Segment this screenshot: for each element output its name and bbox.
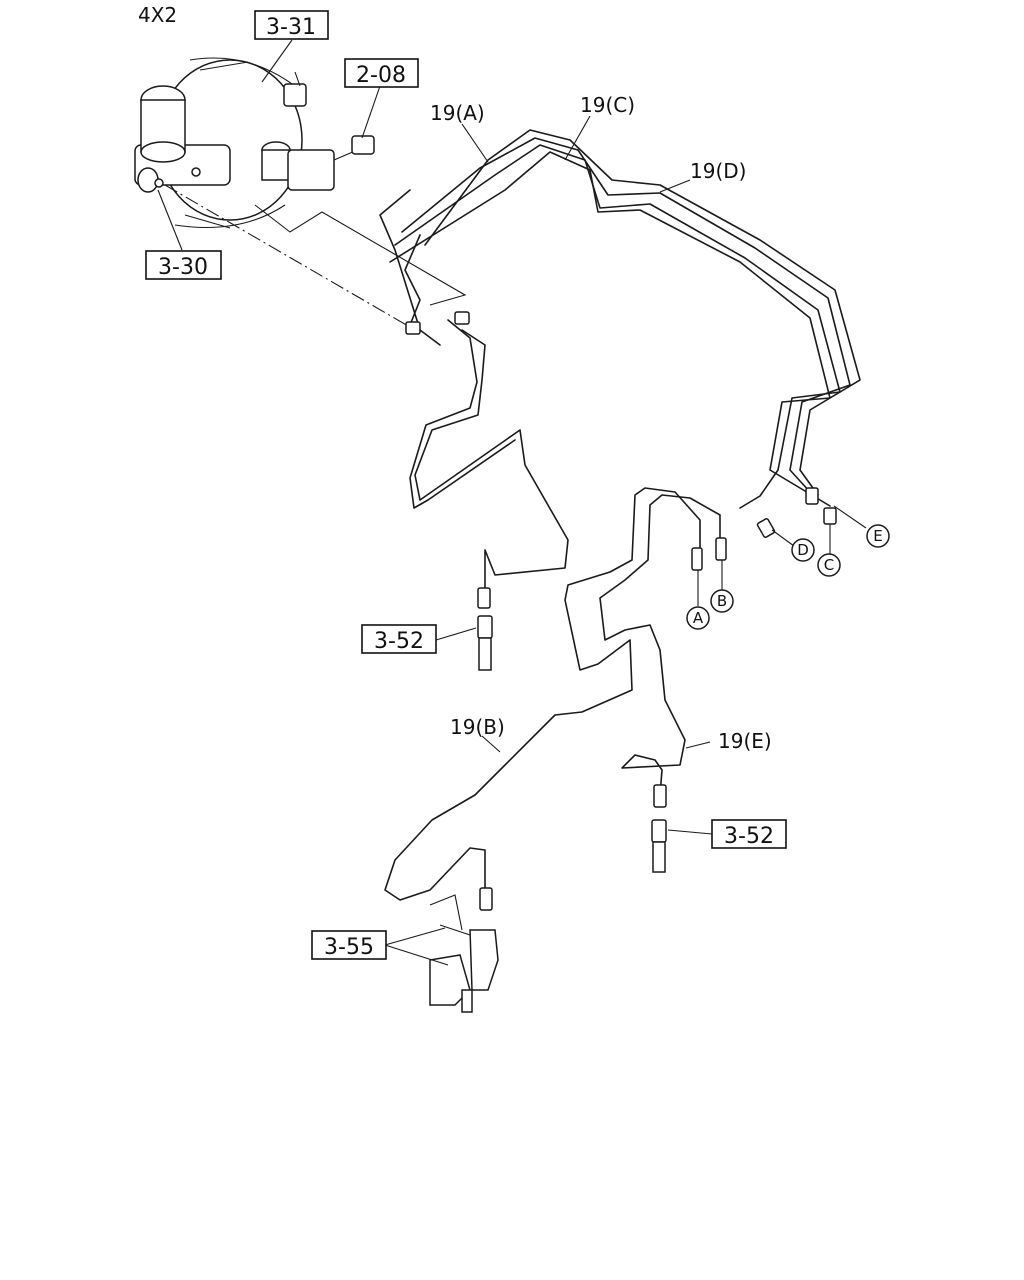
ref-brake-master-text: 3-30 bbox=[158, 255, 208, 280]
hose-front-right bbox=[651, 784, 667, 873]
ref-rear-clip: 3-55 bbox=[311, 930, 387, 960]
ref-front-hose-left-text: 3-52 bbox=[374, 629, 424, 654]
marker-d: D bbox=[791, 538, 815, 562]
leader-lines bbox=[157, 39, 867, 966]
ref-booster: 3-31 bbox=[254, 10, 329, 40]
fittings bbox=[405, 311, 837, 571]
pipe-label-c: 19(C) bbox=[580, 93, 635, 117]
ref-brake-master: 3-30 bbox=[145, 250, 222, 280]
pipe-label-a: 19(A) bbox=[430, 101, 485, 125]
clutch-master-cylinder bbox=[261, 135, 375, 191]
marker-a-text: A bbox=[693, 609, 704, 627]
rear-junction bbox=[429, 887, 499, 1013]
ref-front-hose-right: 3-52 bbox=[711, 819, 787, 849]
marker-d-text: D bbox=[797, 541, 809, 559]
pipe-label-e: 19(E) bbox=[718, 729, 772, 753]
variant-label: 4X2 bbox=[138, 3, 177, 27]
pipe-front-left bbox=[409, 319, 569, 591]
ref-front-hose-left: 3-52 bbox=[361, 624, 437, 654]
ref-booster-text: 3-31 bbox=[266, 15, 316, 40]
pipe-label-b: 19(B) bbox=[450, 715, 505, 739]
marker-e-text: E bbox=[873, 527, 882, 545]
hose-front-left bbox=[477, 587, 493, 671]
marker-c-text: C bbox=[824, 556, 834, 574]
ref-clutch-master: 2-08 bbox=[344, 58, 419, 88]
marker-c: C bbox=[817, 553, 841, 577]
pipe-label-d: 19(D) bbox=[690, 159, 746, 183]
ref-rear-clip-text: 3-55 bbox=[324, 935, 374, 960]
marker-b-text: B bbox=[717, 592, 727, 610]
brake-booster-assembly bbox=[134, 57, 307, 229]
pipe-bundle-upper bbox=[379, 129, 861, 509]
ref-front-hose-right-text: 3-52 bbox=[724, 824, 774, 849]
marker-e: E bbox=[866, 524, 890, 548]
marker-b: B bbox=[710, 589, 734, 613]
marker-a: A bbox=[686, 606, 710, 630]
ref-clutch-master-text: 2-08 bbox=[356, 63, 406, 88]
pipe-rear bbox=[384, 487, 721, 901]
